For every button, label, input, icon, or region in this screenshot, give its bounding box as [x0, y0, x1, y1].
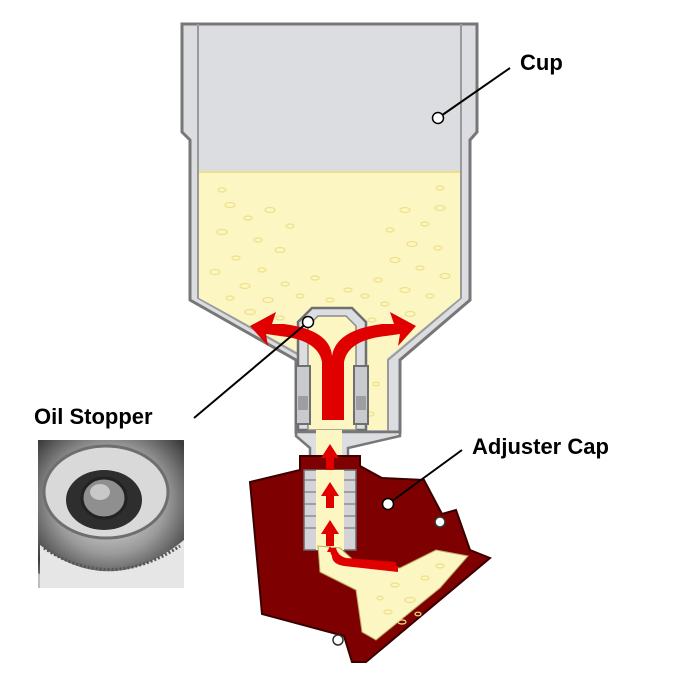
retaining-ball-upper	[435, 517, 445, 527]
adjuster-cap-marker	[383, 499, 394, 510]
oil-stopper-marker	[303, 317, 314, 328]
oil-stopper-leader	[194, 322, 308, 418]
cup-marker	[433, 113, 444, 124]
retaining-ball-lower	[333, 635, 343, 645]
oil-stopper-label: Oil Stopper	[34, 404, 153, 429]
adjuster-cap	[250, 456, 490, 662]
oil-stopper-photo	[5, 400, 215, 600]
adjuster-cap-label: Adjuster Cap	[472, 434, 609, 459]
cup-label: Cup	[520, 50, 563, 75]
